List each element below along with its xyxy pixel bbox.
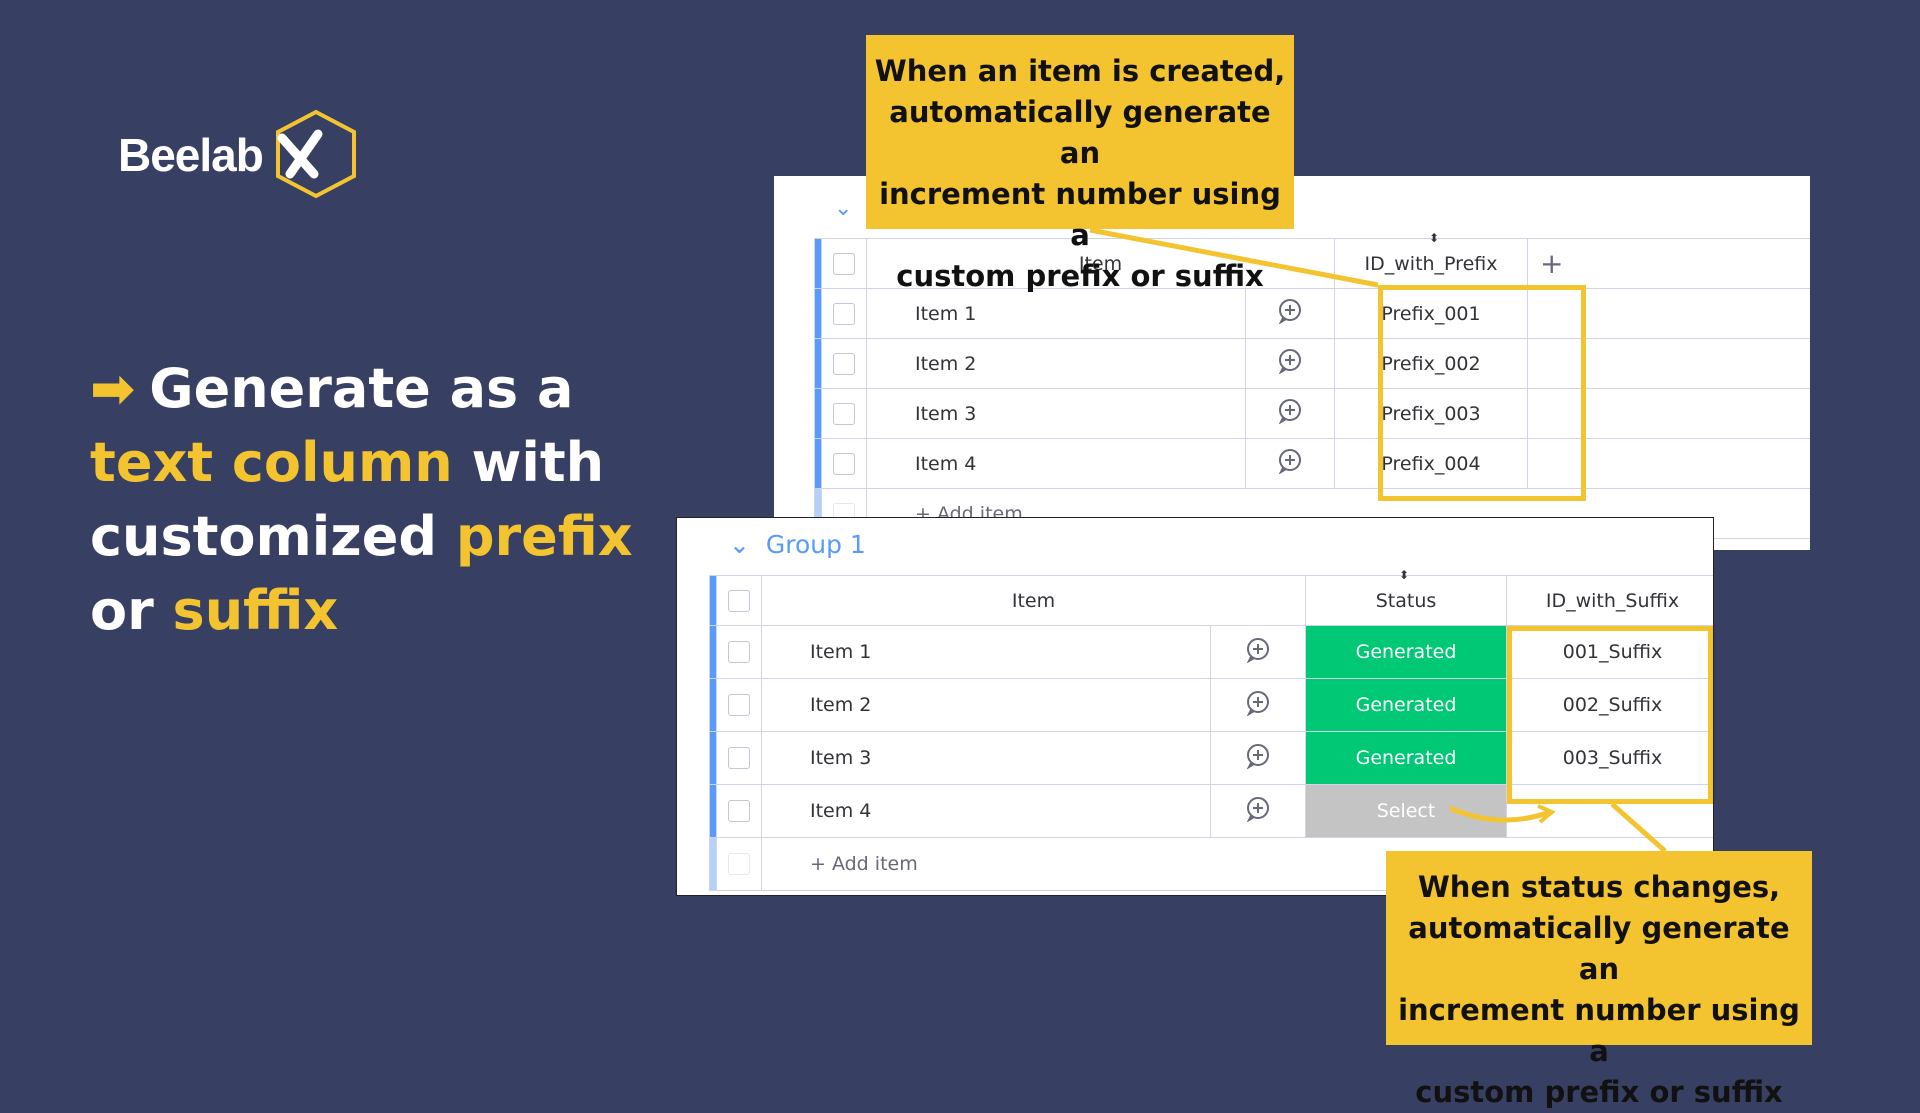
group-title[interactable]: Group 1 <box>765 530 866 559</box>
table-row[interactable]: Item 1 Generated 001_Suffix <box>709 625 1713 679</box>
suffix-table: Item Status ⬍ ID_with_Suffix Item 1 Gene… <box>709 568 1713 891</box>
sort-icon[interactable]: ⬍ <box>1399 568 1410 582</box>
column-header-status[interactable]: Status ⬍ <box>1305 568 1507 626</box>
row-checkbox[interactable] <box>716 625 762 679</box>
table-header-row: Item Status ⬍ ID_with_Suffix <box>709 568 1713 626</box>
status-pill[interactable]: Generated <box>1305 678 1507 732</box>
collapse-chevron-icon[interactable]: ⌄ <box>729 530 750 559</box>
prefix-table: Item ID_with_Prefix ⬍ + Item 1 Prefix_00… <box>814 231 1810 539</box>
item-name[interactable]: Item 2 <box>866 338 1246 389</box>
item-name[interactable]: Item 3 <box>866 388 1246 439</box>
item-name[interactable]: Item 1 <box>761 625 1211 679</box>
id-prefix-cell[interactable]: Prefix_003 <box>1334 388 1528 439</box>
row-checkbox[interactable] <box>821 438 867 489</box>
headline: ➡Generate as a text column with customiz… <box>90 352 650 648</box>
id-prefix-cell[interactable]: Prefix_004 <box>1334 438 1528 489</box>
prefix-board-panel: ⌄ Item ID_with_Prefix ⬍ + Item 1 Prefix_… <box>774 176 1810 550</box>
item-name[interactable]: Item 2 <box>761 678 1211 732</box>
item-name[interactable]: Item 1 <box>866 288 1246 339</box>
callout-item-created: When an item is created, automatically g… <box>866 35 1294 293</box>
table-row[interactable]: Item 3 Generated 003_Suffix <box>709 731 1713 785</box>
add-update-icon[interactable] <box>1210 625 1306 679</box>
callout-status-changes: When status changes, automatically gener… <box>1386 851 1812 1109</box>
brand-logo-mark <box>268 108 364 204</box>
status-pill[interactable]: Select <box>1305 784 1507 838</box>
item-name[interactable]: Item 4 <box>761 784 1211 838</box>
row-checkbox[interactable] <box>716 731 762 785</box>
add-update-icon[interactable] <box>1210 678 1306 732</box>
status-pill[interactable]: Generated <box>1305 625 1507 679</box>
select-all-checkbox[interactable] <box>821 238 867 289</box>
row-checkbox[interactable] <box>716 784 762 838</box>
table-row[interactable]: Item 2 Prefix_002 <box>814 338 1810 389</box>
id-prefix-cell[interactable]: Prefix_002 <box>1334 338 1528 389</box>
id-suffix-cell[interactable]: 002_Suffix <box>1506 678 1713 732</box>
callout-connectors <box>1089 227 1667 853</box>
suffix-column-highlight <box>1507 626 1713 804</box>
group-header[interactable]: ⌄ Group 1 <box>729 530 866 559</box>
arrow-right-icon: ➡ <box>90 357 136 420</box>
column-header-item[interactable]: Item <box>761 575 1306 626</box>
prefix-column-highlight <box>1378 285 1586 501</box>
table-row[interactable]: Item 3 Prefix_003 <box>814 388 1810 439</box>
table-row[interactable]: Item 4 Prefix_004 <box>814 438 1810 489</box>
item-name[interactable]: Item 3 <box>761 731 1211 785</box>
id-suffix-cell[interactable]: 003_Suffix <box>1506 731 1713 785</box>
table-row[interactable]: Item 1 Prefix_001 <box>814 288 1810 339</box>
id-suffix-cell[interactable]: 001_Suffix <box>1506 625 1713 679</box>
row-checkbox[interactable] <box>821 338 867 389</box>
add-column-button[interactable]: + <box>1527 238 1810 289</box>
table-row[interactable]: Item 2 Generated 002_Suffix <box>709 678 1713 732</box>
id-prefix-cell[interactable]: Prefix_001 <box>1334 288 1528 339</box>
add-update-icon[interactable] <box>1210 784 1306 838</box>
brand-logo-text: Beelab <box>118 129 264 181</box>
table-row[interactable]: Item 4 Select <box>709 784 1713 838</box>
row-checkbox[interactable] <box>716 678 762 732</box>
add-update-icon[interactable] <box>1245 338 1335 389</box>
column-header-id-suffix[interactable]: ID_with_Suffix <box>1506 575 1713 626</box>
add-update-icon[interactable] <box>1245 288 1335 339</box>
collapse-chevron-icon[interactable]: ⌄ <box>834 196 853 221</box>
sort-icon[interactable]: ⬍ <box>1429 231 1440 245</box>
status-pill[interactable]: Generated <box>1305 731 1507 785</box>
suffix-board-panel: ⌄ Group 1 Item Status ⬍ ID_with_Suffix I… <box>676 517 1714 896</box>
